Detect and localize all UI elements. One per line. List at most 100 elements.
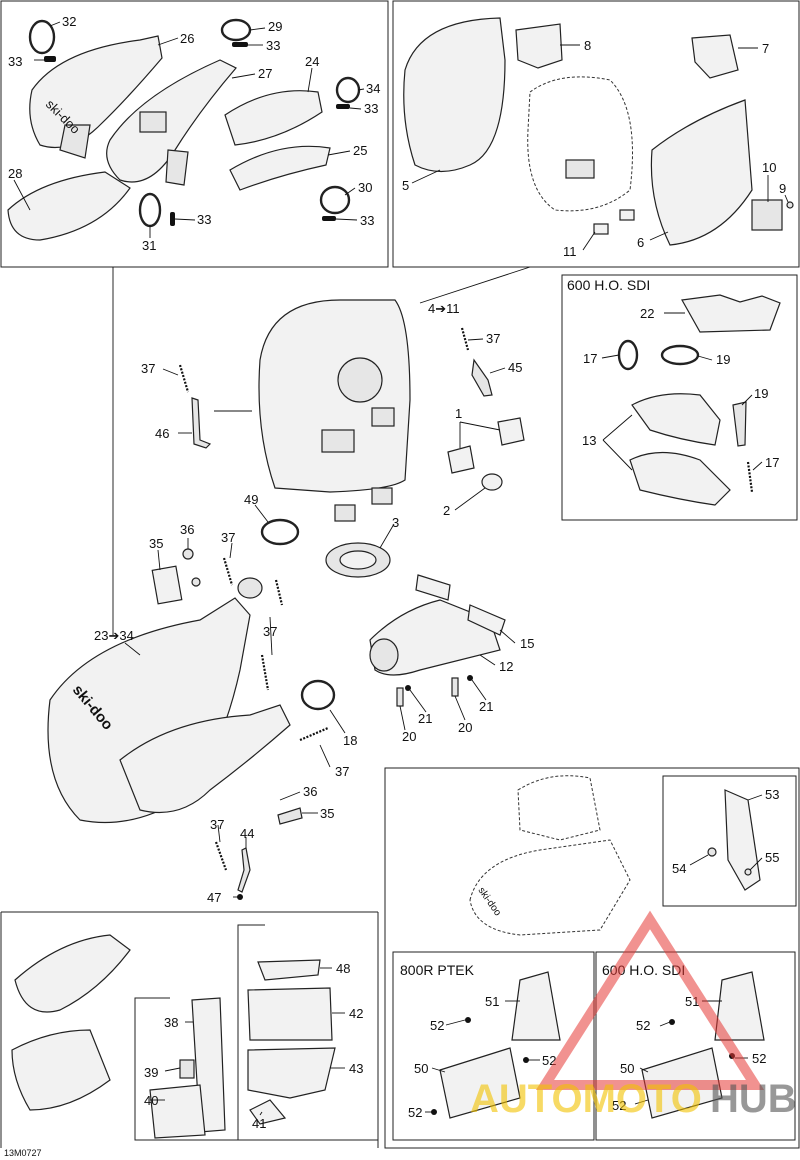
callout-53: 53	[765, 787, 779, 802]
clamp-19-a	[660, 344, 700, 366]
nut-36-a	[182, 548, 194, 560]
gasket-28	[7, 171, 131, 241]
watermark-word-2: HUB	[710, 1077, 797, 1121]
callout-21: 21	[418, 711, 432, 726]
callout-20: 20	[402, 729, 416, 744]
callout-42: 42	[349, 1006, 363, 1021]
panel-insulation	[237, 924, 378, 1141]
clip-33-b	[232, 42, 248, 47]
spring-37-f	[214, 841, 228, 871]
callout-17: 17	[765, 455, 779, 470]
callout-50: 50	[620, 1061, 634, 1076]
callout-38: 38	[164, 1015, 178, 1030]
callout-27: 27	[258, 66, 272, 81]
air-silencer-main	[178, 299, 525, 578]
exhaust-manifold-12-15	[369, 574, 506, 707]
tuned-pipe-23-34	[47, 548, 336, 900]
leader-lines	[13, 21, 789, 1116]
callout-37: 37	[486, 331, 500, 346]
panel-insulation-small	[134, 997, 238, 1141]
clip-33-c	[336, 104, 350, 109]
section-title-ptek: 800R PTEK	[400, 962, 475, 978]
seal-18	[300, 679, 336, 711]
shield-51-a	[511, 971, 561, 1041]
callout-9: 9	[779, 181, 786, 196]
callout-35: 35	[320, 806, 334, 821]
grommet-1-a	[447, 445, 475, 474]
callout-32: 32	[62, 14, 76, 29]
spring-37-d	[260, 654, 270, 691]
bracket-35-b	[277, 807, 303, 825]
callout-22: 22	[640, 306, 654, 321]
callout-30: 30	[358, 180, 372, 195]
callout-48: 48	[336, 961, 350, 976]
callout-33: 33	[266, 38, 280, 53]
callout-21: 21	[479, 699, 493, 714]
callout-46: 46	[155, 426, 169, 441]
callout-24: 24	[305, 54, 319, 69]
muffler-pipe-assembly-top	[7, 18, 361, 241]
callout-8: 8	[584, 38, 591, 53]
silencer-base-dashed	[527, 76, 633, 212]
callout-25: 25	[353, 143, 367, 158]
callout-52: 52	[752, 1051, 766, 1066]
callout-31: 31	[142, 238, 156, 253]
pipe-27	[106, 59, 237, 183]
pipe-13-a	[631, 393, 721, 446]
section-title-ho-sdi: 600 H.O. SDI	[567, 277, 650, 293]
silencer-cover-5	[403, 17, 506, 173]
callout-29: 29	[268, 19, 282, 34]
callout-17: 17	[583, 351, 597, 366]
callout-33: 33	[197, 212, 211, 227]
foam-7	[691, 34, 739, 79]
callout-47: 47	[207, 890, 221, 905]
bracket-35-a	[151, 565, 183, 605]
grommet-11	[593, 223, 609, 235]
callout-33: 33	[8, 54, 22, 69]
gasket-15-a	[415, 574, 451, 601]
callout-40: 40	[144, 1093, 158, 1108]
clip-33-d	[322, 216, 336, 221]
callout-34: 34	[366, 81, 380, 96]
clamp-30	[319, 185, 351, 215]
callout-39: 39	[144, 1065, 158, 1080]
panel-bottom-right	[384, 767, 800, 1149]
label-39	[179, 1059, 195, 1079]
nut-55	[744, 868, 752, 876]
silencer-4-11	[258, 299, 411, 493]
insulation-parts	[11, 934, 336, 1139]
callout-6: 6	[637, 235, 644, 250]
foam-43	[247, 1047, 336, 1099]
callout-37: 37	[263, 624, 277, 639]
panel-top-left	[0, 0, 389, 268]
watermark-logo: AUTOMOTO HUB	[470, 910, 797, 1121]
brand-text-bottom: ski-doo	[476, 885, 504, 918]
spring-37-c	[222, 557, 234, 586]
clamp-31	[138, 192, 162, 228]
callout-37: 37	[141, 361, 155, 376]
callout-1: 1	[455, 406, 462, 421]
callout-36: 36	[303, 784, 317, 799]
callout-7: 7	[762, 41, 769, 56]
callout-50: 50	[414, 1061, 428, 1076]
spring-17-b	[746, 461, 754, 493]
plate-50-a	[439, 1047, 521, 1119]
callout-51: 51	[485, 994, 499, 1009]
callout-19: 19	[754, 386, 768, 401]
drawing-code: 13M0727	[4, 1148, 42, 1158]
nut-47	[237, 894, 243, 900]
engine-dashed-outline	[469, 839, 631, 936]
callout-2: 2	[443, 503, 450, 518]
spring-37-e	[299, 726, 329, 742]
callout-20: 20	[458, 720, 472, 735]
ho-sdi-parts	[617, 294, 781, 506]
callout-52: 52	[612, 1098, 626, 1113]
foam-40	[149, 1084, 206, 1139]
callout-52: 52	[408, 1105, 422, 1120]
bracket-45	[471, 358, 493, 397]
foam-41	[249, 1099, 287, 1125]
clip-33-e	[170, 212, 175, 226]
panel-top-right	[392, 0, 800, 268]
spring-37-a	[460, 327, 470, 351]
